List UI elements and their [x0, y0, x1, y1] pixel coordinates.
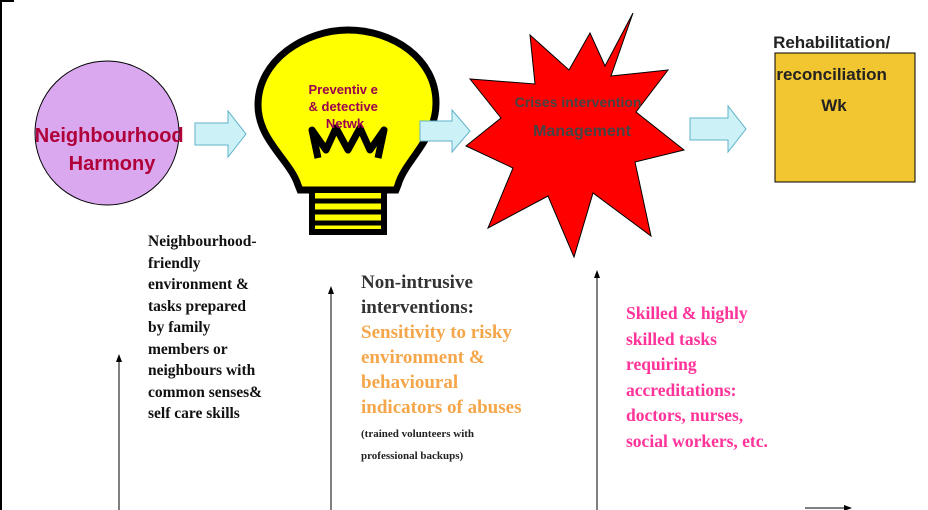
connector-arrow-2 [419, 108, 471, 154]
family-description-line: tasks prepared [148, 297, 247, 315]
stage-label-preventive-line-2: & detective [309, 99, 378, 114]
skilled-description-line: skilled tasks [626, 328, 717, 349]
stage-label-preventive-line-1: Preventiv e [309, 82, 378, 97]
nonintrusive-note-line: professional backups) [361, 450, 464, 462]
stage-label-preventive: Preventiv e & detective Netwk [309, 82, 382, 131]
skilled-description-line: social workers, etc. [626, 430, 768, 451]
stage-label-rehab: Rehabilitation/ reconciliation Wk [773, 33, 895, 115]
stage-label-crises-line-1: Crises intervention [515, 94, 642, 110]
lightbulb-icon [254, 26, 440, 235]
nonintrusive-body-line: Sensitivity to risky [361, 322, 512, 343]
nonintrusive-heading-line: interventions: [361, 297, 474, 318]
nonintrusive-body-line: environment & [361, 347, 485, 368]
skilled-description-line: doctors, nurses, [626, 405, 744, 425]
bulb-filament [308, 124, 388, 159]
nonintrusive-description: Non-intrusive interventions: Sensitivity… [361, 270, 591, 467]
bulb-glass [254, 26, 440, 194]
connector-arrow-3 [689, 104, 747, 154]
stage-label-rehab-line-1: Rehabilitation/ [773, 33, 890, 52]
stage-label-harmony-line-1: Neighbourhood [35, 125, 184, 147]
family-description-line: self care skills [148, 405, 240, 422]
stage-label-rehab-line-3: Wk [821, 96, 847, 115]
stage-label-harmony-line-2: Harmony [69, 153, 157, 175]
stage-label-harmony: Neighbourhood Harmony [35, 125, 189, 175]
stage-label-rehab-line-2: reconciliation [776, 65, 887, 84]
family-description-line: environment & [148, 276, 249, 293]
family-description-line: Neighbourhood- [148, 233, 257, 250]
right-arrow-partial [805, 505, 852, 510]
family-description-line: neighbours with [148, 362, 256, 379]
stage-label-crises-line-2: Management [533, 123, 631, 140]
family-description-line: members or [148, 340, 228, 358]
nonintrusive-body-line: indicators of abuses [361, 397, 522, 418]
family-description: Neighbourhood- friendly environment & ta… [148, 231, 323, 425]
harmony-circle [34, 60, 180, 206]
family-description-line: by family [148, 319, 211, 336]
nonintrusive-note-line: (trained volunteers with [361, 428, 475, 440]
stage-label-crises: Crises intervention Management [515, 94, 646, 140]
skilled-description-line: Skilled & highly [626, 303, 748, 323]
family-description-line: common senses& [148, 383, 263, 401]
rehab-box [774, 52, 916, 183]
family-description-line: friendly [148, 254, 201, 272]
up-arrow-2 [328, 286, 334, 510]
crises-explosion-shape [465, 12, 686, 259]
stage-label-preventive-line-3: Netwk [326, 116, 365, 131]
up-arrow-3 [594, 270, 600, 510]
nonintrusive-heading-line: Non-intrusive [361, 272, 473, 293]
connector-arrow-1 [194, 109, 247, 159]
skilled-description: Skilled & highly skilled tasks requiring… [626, 301, 856, 454]
up-arrow-1 [116, 354, 122, 510]
skilled-description-line: accreditations: [626, 379, 737, 400]
nonintrusive-body-line: behavioural [361, 372, 459, 393]
skilled-description-line: requiring [626, 354, 697, 374]
